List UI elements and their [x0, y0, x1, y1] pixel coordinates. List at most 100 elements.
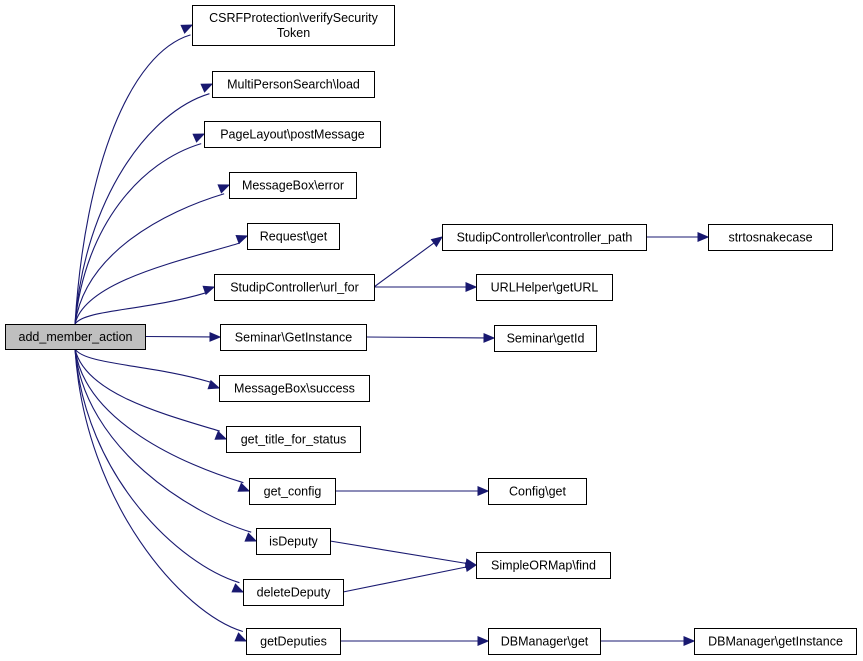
node-label: SimpleORMap\find	[491, 559, 596, 573]
edge-line	[74, 143, 202, 325]
arrowhead	[209, 331, 222, 342]
node-label: getDeputies	[260, 635, 327, 649]
node-label: StudipController\controller_path	[457, 231, 633, 245]
node-box	[243, 579, 344, 606]
node-label: Token	[277, 26, 310, 40]
edge-line	[329, 540, 467, 564]
arrowhead	[202, 285, 216, 296]
edge-root-semgi	[144, 331, 222, 342]
edge-root-csrf	[74, 24, 194, 325]
node-getconfig[interactable]: get_config	[249, 478, 336, 505]
arrowhead	[237, 482, 251, 492]
arrowhead	[477, 486, 490, 496]
node-urlhelper[interactable]: URLHelper\getURL	[476, 274, 613, 301]
edge-line	[74, 348, 220, 432]
node-label: deleteDeputy	[257, 586, 331, 600]
node-box	[212, 71, 375, 98]
node-label: PageLayout\postMessage	[220, 128, 365, 142]
node-root[interactable]: add_member_action	[5, 324, 146, 350]
edge-root-mps	[74, 83, 214, 325]
node-box	[214, 274, 375, 301]
arrowhead	[207, 379, 221, 390]
node-reqget[interactable]: Request\get	[247, 223, 340, 250]
node-box	[219, 375, 370, 402]
node-label: get_config	[264, 485, 322, 499]
node-isdeputy[interactable]: isDeputy	[256, 528, 331, 555]
node-deldeputy[interactable]: deleteDeputy	[243, 579, 344, 606]
arrowhead	[465, 282, 478, 292]
edge-semgi-semgetid	[365, 332, 496, 343]
node-box	[204, 121, 381, 148]
node-snake[interactable]: strtosnakecase	[708, 224, 833, 251]
arrowhead	[483, 332, 496, 343]
node-box	[249, 478, 336, 505]
node-dbget[interactable]: DBManager\get	[488, 628, 601, 655]
node-getdeputies[interactable]: getDeputies	[246, 628, 341, 655]
edge-isdeputy-sormfind	[329, 540, 478, 569]
arrowhead	[180, 24, 194, 34]
node-label: Request\get	[260, 230, 328, 244]
node-label: add_member_action	[19, 330, 133, 344]
node-label: URLHelper\getURL	[491, 281, 599, 295]
edge-root-reqget	[74, 235, 249, 325]
node-box	[476, 274, 613, 301]
edge-urlfor-ctrlpath	[373, 236, 444, 288]
edge-line	[74, 93, 210, 325]
edge-root-urlfor	[74, 285, 216, 325]
node-mbsucc[interactable]: MessageBox\success	[219, 375, 370, 402]
edge-line	[373, 242, 435, 288]
node-label: DBManager\getInstance	[708, 635, 843, 649]
edge-root-mberr	[74, 184, 231, 325]
node-box	[694, 628, 857, 655]
node-urlfor[interactable]: StudipController\url_for	[214, 274, 375, 301]
node-box	[488, 478, 587, 505]
node-ctrlpath[interactable]: StudipController\controller_path	[442, 224, 647, 251]
node-label: MessageBox\success	[234, 382, 355, 396]
node-box	[442, 224, 647, 251]
node-sormfind[interactable]: SimpleORMap\find	[476, 552, 611, 579]
node-box	[488, 628, 601, 655]
node-mberr[interactable]: MessageBox\error	[229, 172, 357, 199]
node-mps[interactable]: MultiPersonSearch\load	[212, 71, 375, 98]
node-box	[247, 223, 340, 250]
node-label: MessageBox\error	[242, 179, 344, 193]
node-pl[interactable]: PageLayout\postMessage	[204, 121, 381, 148]
node-box	[5, 324, 146, 350]
node-semgi[interactable]: Seminar\GetInstance	[220, 324, 367, 351]
edge-line	[74, 34, 191, 325]
node-semgetid[interactable]: Seminar\getId	[494, 325, 597, 352]
node-box	[220, 324, 367, 351]
node-dbinst[interactable]: DBManager\getInstance	[694, 628, 857, 655]
arrowhead	[430, 236, 444, 248]
edge-deldeputy-sormfind	[342, 562, 478, 593]
node-box	[229, 172, 357, 199]
edge-line	[74, 348, 252, 533]
edge-ctrlpath-snake	[646, 232, 710, 242]
edge-line	[74, 348, 240, 584]
node-label: isDeputy	[269, 535, 318, 549]
arrowhead	[464, 562, 478, 572]
node-box	[246, 628, 341, 655]
node-box	[494, 325, 597, 352]
arrowhead	[234, 632, 248, 642]
edge-root-pl	[74, 133, 206, 325]
node-box	[476, 552, 611, 579]
node-label: strtosnakecase	[728, 231, 812, 245]
edge-line	[74, 242, 241, 325]
node-layer: add_member_action CSRFProtection\verifySe…	[5, 5, 857, 655]
edge-dbget-dbinst	[600, 636, 696, 646]
edge-line	[74, 348, 244, 633]
edge-line	[74, 348, 244, 484]
node-gtfs[interactable]: get_title_for_status	[226, 426, 361, 453]
node-box	[708, 224, 833, 251]
edge-getconfig-configget	[335, 486, 490, 496]
arrowhead	[192, 133, 206, 143]
edge-line	[74, 348, 211, 383]
node-label: Seminar\getId	[507, 332, 585, 346]
node-configget[interactable]: Config\get	[488, 478, 587, 505]
node-label: MultiPersonSearch\load	[227, 78, 360, 92]
arrowhead	[477, 636, 490, 646]
node-box	[192, 5, 395, 46]
